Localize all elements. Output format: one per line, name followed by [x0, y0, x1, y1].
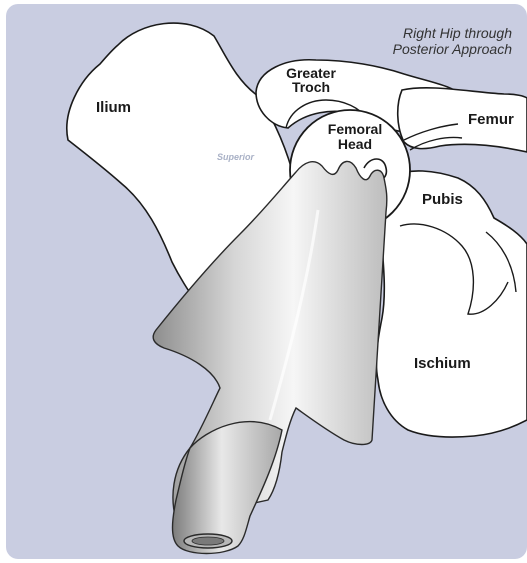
label-superior: Superior	[217, 152, 255, 162]
label-greater-troch-2: Troch	[292, 79, 330, 95]
title-line-2: Posterior Approach	[393, 41, 513, 57]
label-pubis: Pubis	[422, 191, 463, 208]
title-line-1: Right Hip through	[403, 25, 512, 41]
label-femur: Femur	[468, 111, 514, 128]
label-ilium: Ilium	[96, 99, 131, 116]
label-ischium: Ischium	[414, 355, 471, 372]
label-femoral-head-2: Head	[338, 136, 372, 152]
label-femoral-head-1: Femoral	[328, 121, 382, 137]
instrument-handle-bore	[192, 537, 224, 545]
